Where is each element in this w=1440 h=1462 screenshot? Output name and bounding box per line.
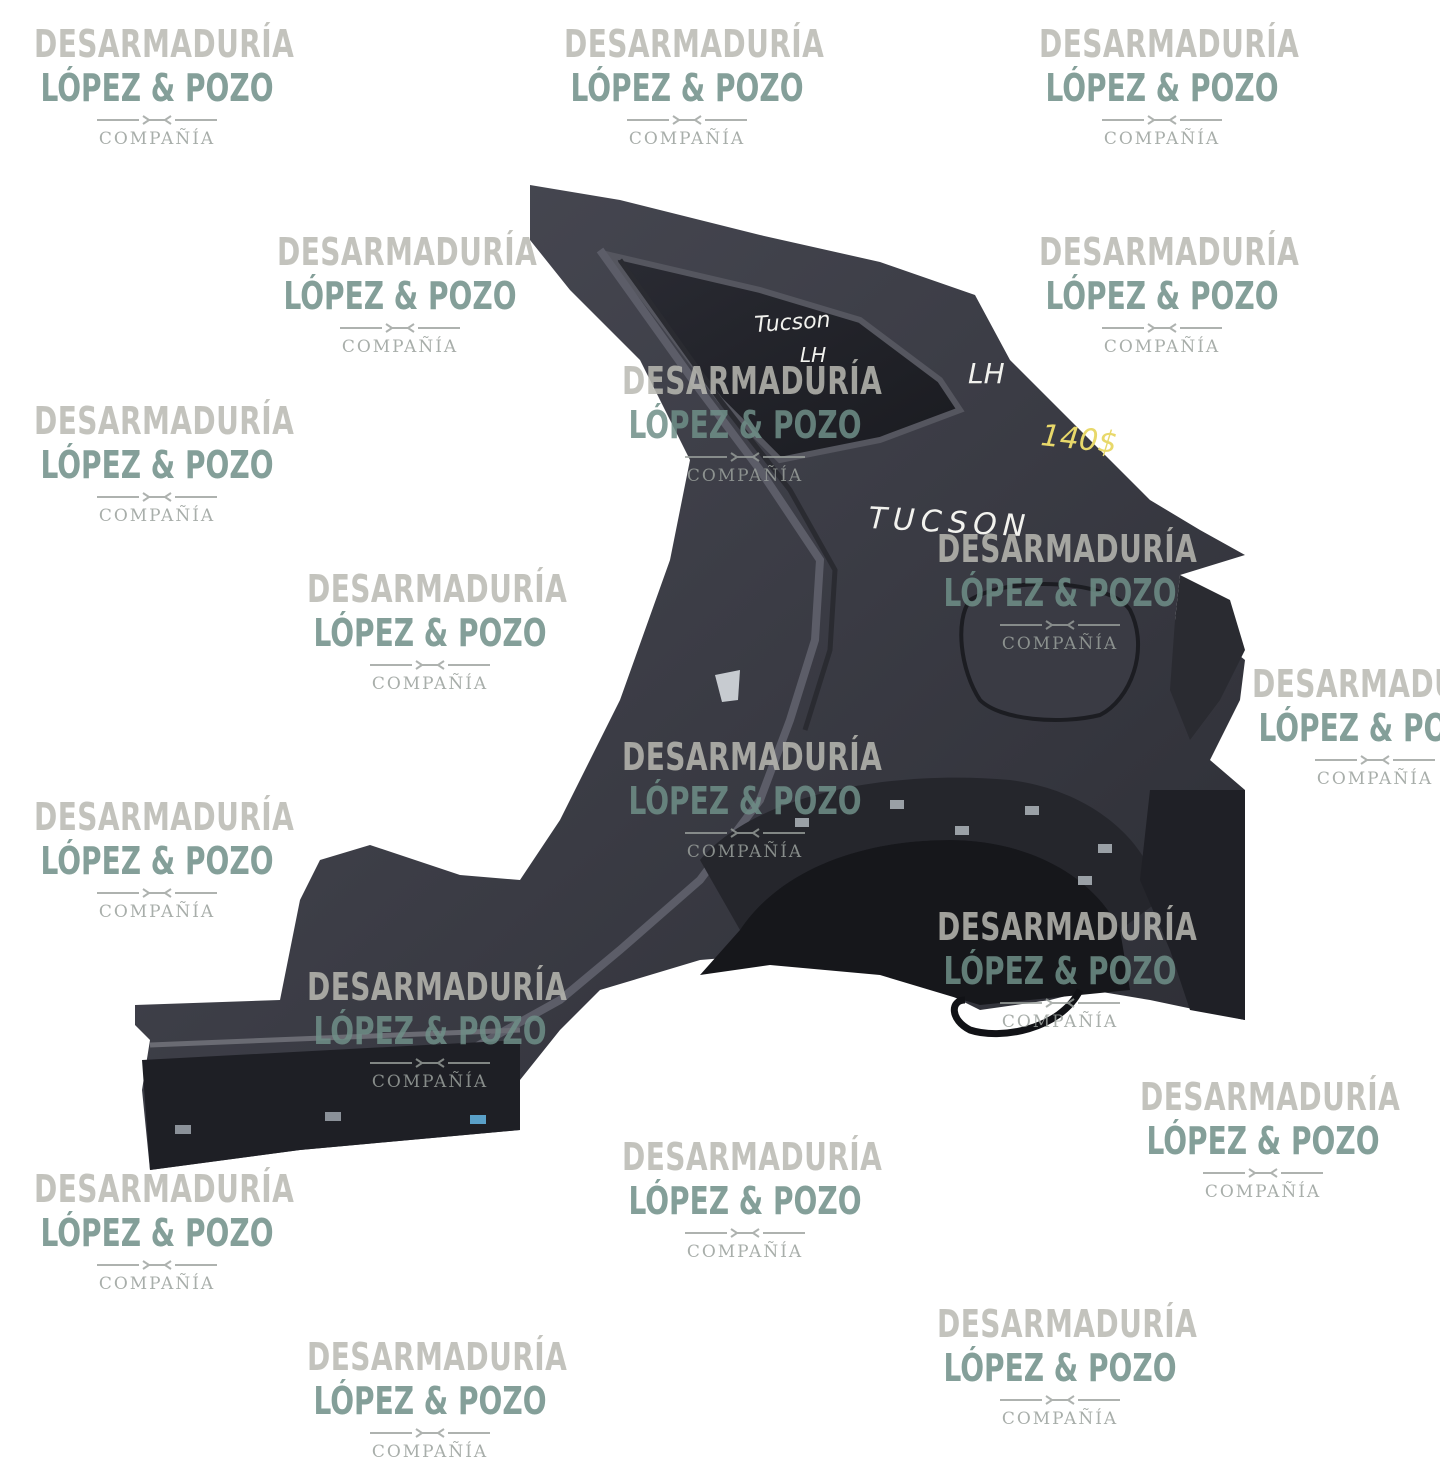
watermark-line3: COMPAÑÍA [371, 1442, 489, 1462]
annotation-quarter-glass: Tucson [754, 308, 832, 338]
pillar-crease [468, 247, 825, 1054]
rear-structure [1140, 790, 1245, 1020]
rocker-sill [142, 1040, 520, 1170]
wheel-arch [700, 777, 1160, 930]
door-striker [715, 670, 740, 702]
annotation-quarter-glass-side: LH [800, 343, 826, 367]
fuel-door [959, 581, 1140, 722]
annotation-lower-mark: TUCSON [868, 501, 1032, 544]
annotation-side-mark: LH [968, 357, 1005, 390]
arch-clips [795, 800, 1112, 885]
annotation-price-mark: 140$ [1039, 418, 1119, 461]
wire-harness [950, 988, 1084, 1038]
